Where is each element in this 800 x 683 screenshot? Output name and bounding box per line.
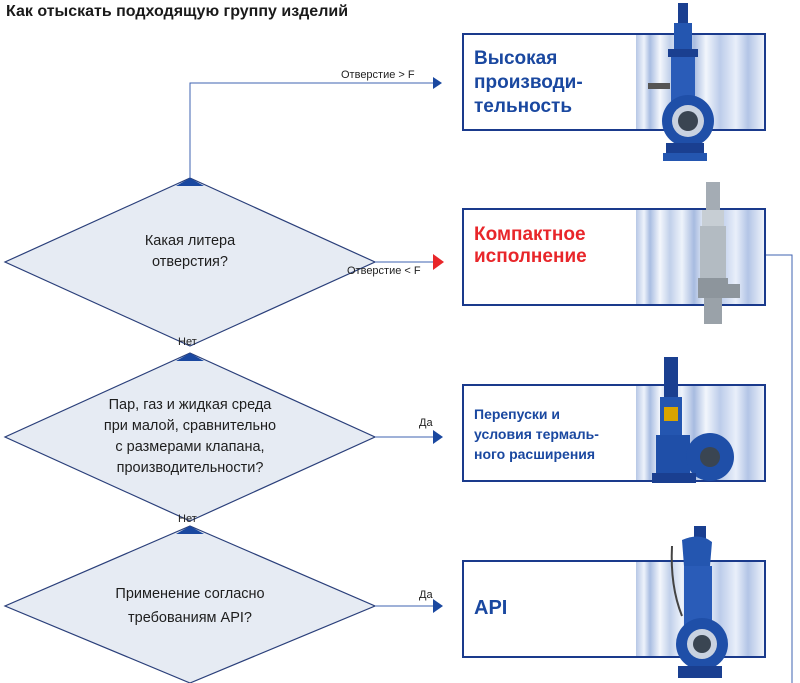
decision-diamond-orifice <box>3 177 377 347</box>
decision-diamond-api <box>3 525 377 683</box>
arrow-orifice-gt <box>433 77 442 89</box>
label-yes-1: Да <box>419 417 433 429</box>
decision-api-text: Применение согласно требованиям API? <box>115 586 265 626</box>
decision-diamond-medium <box>3 352 377 522</box>
connector-compact-right <box>762 254 793 683</box>
label-no-1: Нет <box>178 336 197 348</box>
label-yes-2: Да <box>419 589 433 601</box>
decision-medium-text: Пар, газ и жидкая среда при малой, сравн… <box>103 397 277 476</box>
label-orifice-gt: Отверстие > F <box>341 69 415 81</box>
page-title: Как отыскать подходящую группу изделий <box>6 3 349 20</box>
arrow-medium-yes <box>433 430 443 444</box>
connector-orifice-gt <box>189 82 433 178</box>
arrow-api-yes <box>433 599 443 613</box>
arrow-orifice-lt <box>433 254 444 270</box>
safety-valve-high-capacity-icon <box>648 3 714 161</box>
safety-valve-compact-steel-icon <box>698 182 740 324</box>
label-no-2: Нет <box>178 513 197 525</box>
safety-valve-api-icon <box>670 526 728 678</box>
safety-valve-bypass-icon <box>652 357 734 483</box>
label-orifice-lt: Отверстие < F <box>347 265 421 277</box>
decision-orifice-text: Какая литера отверстия? <box>144 233 236 270</box>
product-high-capacity[interactable]: Высокая производи- тельность <box>462 33 766 131</box>
